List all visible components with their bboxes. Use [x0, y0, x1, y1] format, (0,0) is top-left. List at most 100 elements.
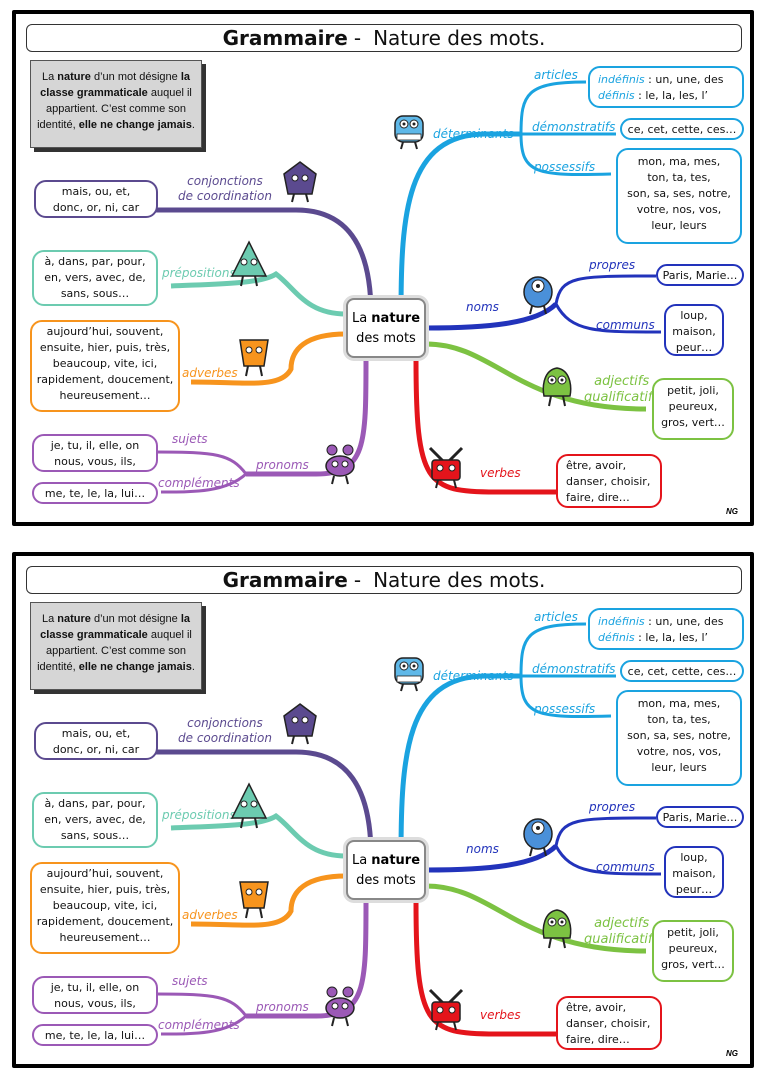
mind-map-branches: [155, 622, 662, 1037]
pronom-monster-icon: [322, 442, 358, 491]
adjectifs-line: petit, joli,: [667, 926, 719, 939]
label-complements: compléments: [158, 1018, 240, 1032]
branch-prepositions: [170, 812, 347, 859]
adjectifs-label-line: adjectifs: [594, 374, 650, 389]
branch-communs: [554, 845, 662, 876]
conjonctions-line: donc, or, ni, car: [52, 743, 140, 756]
definition-bold: la classe grammaticale: [40, 613, 190, 641]
possessifs-line: leur, leurs: [651, 219, 707, 232]
center-node: La nature des mots: [346, 840, 426, 900]
definition-text: .: [191, 661, 195, 673]
branch-adjectifs: [425, 883, 647, 954]
definition-box: La nature d’un mot désigne la classe gra…: [30, 60, 202, 148]
possessifs-line: ton, ta, tes,: [647, 171, 711, 184]
branch-communs: [554, 303, 662, 334]
label-articles: articles: [534, 68, 578, 82]
box-communs: loup, maison, peur…: [664, 846, 724, 898]
label-communs: communs: [596, 860, 655, 874]
adjectifs-label-line: qualificatifs: [584, 390, 660, 405]
adverbes-line: heureusement…: [59, 931, 151, 944]
articles-definis-label: définis: [598, 89, 635, 102]
label-conjonctions: conjonctions de coordination: [178, 716, 272, 746]
box-articles: indéfinis : un, une, des définis : le, l…: [588, 66, 744, 108]
box-verbes: être, avoir, danser, choisir, faire, dir…: [556, 996, 662, 1050]
conjonctions-label-line: de coordination: [178, 731, 272, 745]
articles-indefinis-values: : un, une, des: [644, 73, 724, 86]
articles-indefinis-label: indéfinis: [598, 73, 645, 86]
determinant-monster-icon: [391, 110, 427, 155]
conjonctions-label-line: conjonctions: [187, 716, 263, 730]
verbes-line: danser, choisir,: [566, 1017, 651, 1030]
box-propres: Paris, Marie…: [656, 264, 744, 286]
determinant-monster-icon: [391, 652, 427, 697]
adverbes-line: ensuite, hier, puis, très,: [39, 341, 171, 354]
branch-noms: [425, 844, 558, 873]
communs-line: loup,: [680, 851, 708, 864]
articles-indefinis-values: : un, une, des: [644, 615, 724, 628]
center-text: des mots: [356, 873, 416, 888]
branch-complements: [160, 472, 248, 494]
box-adjectifs: petit, joli, peureux, gros, vert…: [652, 378, 734, 440]
nom-monster-icon: [520, 814, 556, 863]
label-demonstratifs: démonstratifs: [532, 662, 616, 676]
definition-box: La nature d’un mot désigne la classe gra…: [30, 602, 202, 690]
verbe-monster-icon: [426, 988, 466, 1037]
label-adverbes: adverbes: [182, 908, 238, 922]
sujets-line: nous, vous, ils,: [54, 997, 136, 1010]
possessifs-line: son, sa, ses, notre,: [627, 729, 731, 742]
articles-definis-label: définis: [598, 631, 635, 644]
adverbes-line: heureusement…: [59, 389, 151, 402]
label-verbes: verbes: [480, 1008, 521, 1022]
possessifs-line: leur, leurs: [651, 761, 707, 774]
label-noms: noms: [466, 842, 499, 856]
prepositions-line: à, dans, par, pour,: [44, 255, 146, 268]
label-adjectifs: adjectifs qualificatifs: [584, 374, 659, 406]
branch-propres: [554, 274, 657, 305]
title-sub: Nature des mots.: [373, 568, 546, 592]
label-sujets: sujets: [172, 432, 208, 446]
adverbes-line: beaucoup, vite, ici,: [52, 899, 158, 912]
label-articles: articles: [534, 610, 578, 624]
label-adjectifs: adjectifs qualificatifs: [584, 916, 659, 948]
adverbes-line: aujourd’hui, souvent,: [46, 325, 164, 338]
box-possessifs: mon, ma, mes, ton, ta, tes, son, sa, ses…: [616, 690, 742, 786]
signature: NG: [726, 507, 738, 516]
title-sub: Nature des mots.: [373, 26, 546, 50]
communs-line: maison,: [672, 867, 716, 880]
conjonctions-line: mais, ou, et,: [61, 727, 131, 740]
communs-line: peur…: [675, 341, 713, 354]
preposition-monster-icon: [230, 782, 268, 835]
prepositions-line: à, dans, par, pour,: [44, 797, 146, 810]
label-pronoms: pronoms: [256, 1000, 309, 1014]
adjectifs-line: petit, joli,: [667, 384, 719, 397]
box-conjonctions: mais, ou, et, donc, or, ni, car: [34, 180, 158, 218]
label-propres: propres: [589, 800, 636, 814]
label-verbes: verbes: [480, 466, 521, 480]
page-title: Grammaire - Nature des mots.: [26, 24, 742, 52]
communs-line: maison,: [672, 325, 716, 338]
branch-pronoms: [246, 358, 369, 477]
label-possessifs: possessifs: [534, 702, 596, 716]
center-bold: nature: [371, 311, 421, 326]
definition-bold: nature: [57, 613, 91, 625]
adjectifs-line: peureux,: [668, 400, 718, 413]
branch-possessifs: [519, 675, 612, 719]
adverbes-line: rapidement, doucement,: [36, 915, 174, 928]
possessifs-line: ton, ta, tes,: [647, 713, 711, 726]
possessifs-line: son, sa, ses, notre,: [627, 187, 731, 200]
title-separator: -: [353, 26, 362, 50]
possessifs-line: mon, ma, mes,: [637, 155, 721, 168]
definition-text: d’un mot désigne: [90, 71, 181, 83]
label-conjonctions: conjonctions de coordination: [178, 174, 272, 204]
poster-inner: Grammaire - Nature des mots. La nature d…: [16, 556, 750, 1064]
verbes-line: être, avoir,: [566, 1001, 627, 1014]
title-main: Grammaire: [222, 568, 348, 592]
conjonctions-label-line: de coordination: [178, 189, 272, 203]
box-communs: loup, maison, peur…: [664, 304, 724, 356]
box-propres: Paris, Marie…: [656, 806, 744, 828]
definition-text: d’un mot désigne: [90, 613, 181, 625]
adverbes-line: beaucoup, vite, ici,: [52, 357, 158, 370]
adjectifs-line: gros, vert…: [661, 958, 725, 971]
poster-copy-2: Grammaire - Nature des mots. La nature d…: [12, 552, 754, 1068]
articles-definis-values: : le, la, les, l’: [634, 89, 709, 102]
